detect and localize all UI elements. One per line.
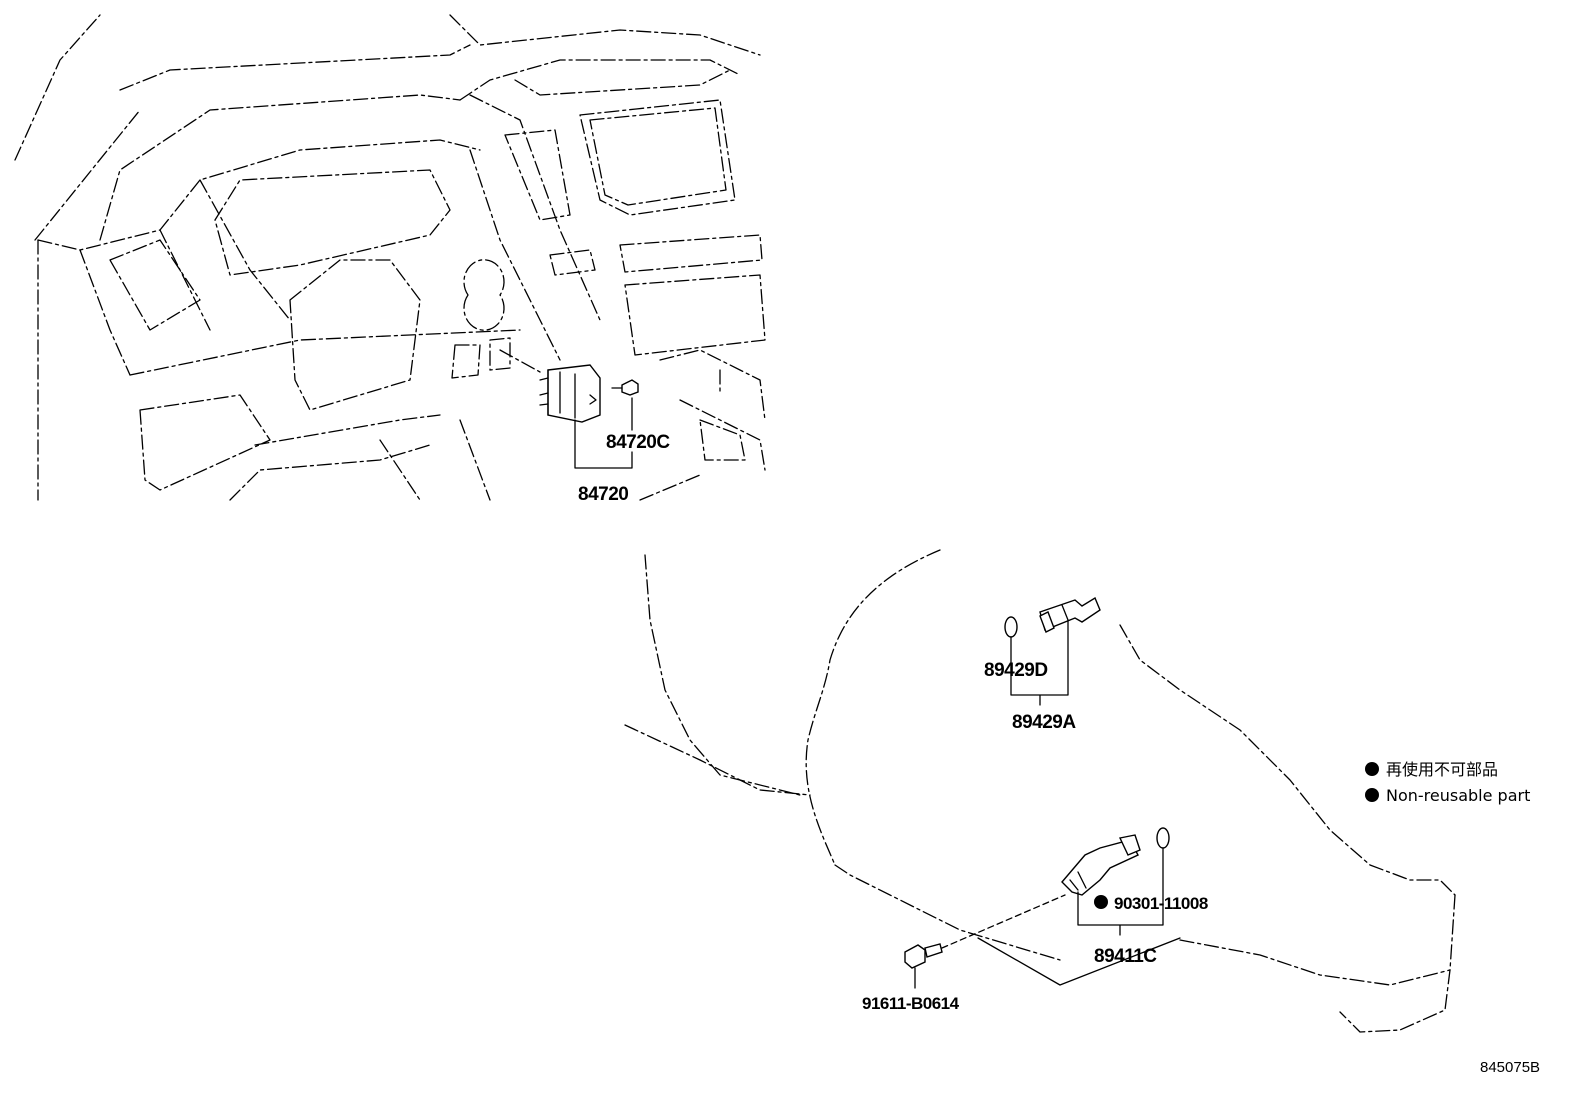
leader-89429 [1010,619,1069,706]
legend: 再使用不可部品 Non-reusable part [1365,760,1530,805]
leader-89411C [1077,847,1164,936]
non-reusable-marker [1094,895,1108,909]
diagram-code: 845075B [1480,1059,1540,1076]
part-number-89429D[interactable]: 89429D [984,660,1048,681]
switch-assembly [539,364,601,423]
bolt-guide-line [941,894,1066,949]
part-number-84720C[interactable]: 84720C [606,432,671,453]
bolt [904,943,943,969]
switch-bulb [611,379,639,396]
legend-bullet-2 [1365,788,1379,802]
oil-pressure-switch [1004,596,1101,638]
dashboard-illustration [14,14,766,501]
part-number-84720[interactable]: 84720 [578,484,629,505]
legend-bullet-1 [1365,762,1379,776]
part-number-90301-11008[interactable]: 90301-11008 [1114,894,1208,913]
legend-text-jp: 再使用不可部品 [1386,760,1498,779]
engine-outline [624,549,1456,1033]
part-number-89411C[interactable]: 89411C [1094,946,1158,967]
part-number-89429A[interactable]: 89429A [1012,712,1077,733]
leader-84720 [574,419,633,469]
legend-text-en: Non-reusable part [1386,786,1530,805]
position-sensor [1061,827,1170,896]
part-number-91611-B0614[interactable]: 91611-B0614 [862,994,960,1013]
